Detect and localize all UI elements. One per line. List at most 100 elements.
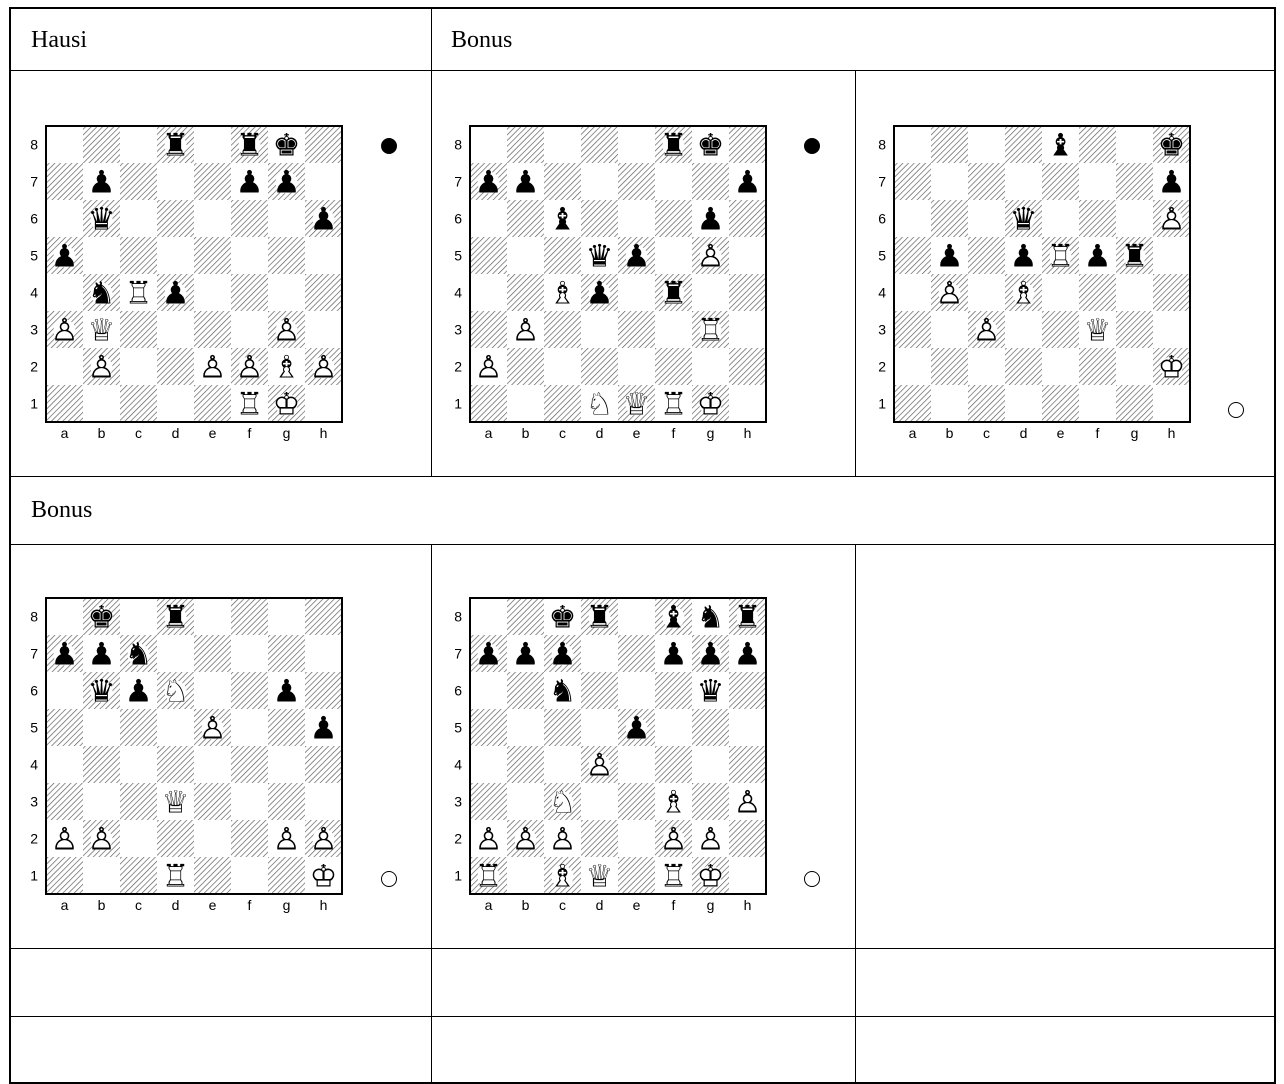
- table-border-right: [1274, 7, 1276, 1084]
- white-queen-icon: ♕: [623, 387, 651, 423]
- svg-text:♖: ♖: [660, 387, 688, 423]
- board-square-b5: [507, 709, 544, 746]
- board-square-g3: [692, 783, 729, 820]
- black-pawn-icon: ♟: [586, 276, 614, 312]
- white-pawn-icon: ♙: [199, 711, 227, 747]
- svg-text:♙: ♙: [475, 350, 503, 386]
- board-square-f3: [655, 311, 692, 348]
- rank-label: 1: [30, 868, 38, 884]
- black-king-icon: ♚: [273, 128, 301, 164]
- board-square-d7: [157, 635, 194, 672]
- board-square-e7: [618, 635, 655, 672]
- board-square-a3: [894, 311, 931, 348]
- file-label: f: [672, 897, 676, 913]
- board-square-b3: [507, 783, 544, 820]
- board-square-b6: [931, 200, 968, 237]
- rank-label: 6: [454, 683, 462, 699]
- file-label: b: [946, 425, 954, 441]
- board-square-d6: [581, 672, 618, 709]
- svg-text:♛: ♛: [697, 674, 725, 710]
- black-pawn-icon: ♟: [512, 165, 540, 201]
- board-square-a1: [470, 385, 507, 422]
- file-label: a: [485, 897, 493, 913]
- board-square-c7: [120, 163, 157, 200]
- board-square-a2: [894, 348, 931, 385]
- board-square-h5: [1153, 237, 1190, 274]
- file-label: h: [320, 897, 328, 913]
- rank-label: 3: [30, 794, 38, 810]
- board-square-f6: [231, 200, 268, 237]
- file-label: f: [248, 897, 252, 913]
- rank-label: 7: [454, 174, 462, 190]
- white-queen-icon: ♕: [586, 859, 614, 895]
- rank-label: 8: [30, 609, 38, 625]
- board-square-b5: [83, 709, 120, 746]
- black-knight-icon: ♞: [549, 674, 577, 710]
- white-bishop-icon: ♗: [549, 276, 577, 312]
- board-square-b2: [507, 348, 544, 385]
- rank-label: 8: [878, 137, 886, 153]
- board-square-c1: [120, 857, 157, 894]
- board-square-d3: [1005, 311, 1042, 348]
- svg-text:♟: ♟: [586, 276, 614, 312]
- board-square-h4: [305, 274, 342, 311]
- board-square-f4: [231, 746, 268, 783]
- svg-text:♙: ♙: [51, 313, 79, 349]
- board-square-f5: [231, 237, 268, 274]
- rank-label: 7: [878, 174, 886, 190]
- white-pawn-icon: ♙: [697, 239, 725, 275]
- board-square-f6: [655, 672, 692, 709]
- white-pawn-icon: ♙: [512, 822, 540, 858]
- board-square-a3: [470, 311, 507, 348]
- board-square-f3: [231, 311, 268, 348]
- chess-diagram-1: 87654321abcdefgh♜♜♚♟♟♟♛♟♟♞♖♟♙♕♙♙♙♙♗♙♖♔: [22, 122, 412, 460]
- board-square-f8: [1079, 126, 1116, 163]
- rank-label: 1: [878, 396, 886, 412]
- board-square-g3: [1116, 311, 1153, 348]
- board-square-a4: [894, 274, 931, 311]
- board-square-b4: [507, 274, 544, 311]
- white-rook-icon: ♖: [660, 387, 688, 423]
- board-square-f2: [231, 820, 268, 857]
- board-square-d4: [157, 746, 194, 783]
- black-queen-icon: ♛: [88, 674, 116, 710]
- white-rook-icon: ♖: [236, 387, 264, 423]
- board-square-h2: [729, 820, 766, 857]
- board-square-g7: [692, 163, 729, 200]
- board-square-a5: [46, 709, 83, 746]
- board-square-f8: [231, 598, 268, 635]
- board-square-e4: [618, 274, 655, 311]
- board-square-e7: [194, 163, 231, 200]
- svg-text:♜: ♜: [1121, 239, 1149, 275]
- board-square-g6: [1116, 200, 1153, 237]
- board-square-g8: [1116, 126, 1153, 163]
- file-label: h: [1168, 425, 1176, 441]
- white-rook-icon: ♖: [125, 276, 153, 312]
- board-square-h2: [729, 348, 766, 385]
- board-square-a3: [46, 783, 83, 820]
- white-pawn-icon: ♙: [88, 822, 116, 858]
- svg-text:♕: ♕: [88, 313, 116, 349]
- board-square-c5: [120, 237, 157, 274]
- board-square-d6: [157, 200, 194, 237]
- white-pawn-icon: ♙: [586, 748, 614, 784]
- board-square-h8: [305, 126, 342, 163]
- file-label: a: [61, 897, 69, 913]
- board-square-b5: [83, 237, 120, 274]
- rank-label: 4: [878, 285, 886, 301]
- board-square-a8: [470, 126, 507, 163]
- file-label: h: [320, 425, 328, 441]
- board-square-b8: [507, 598, 544, 635]
- rank-label: 3: [30, 322, 38, 338]
- file-label: c: [559, 425, 566, 441]
- board-square-c6: [120, 200, 157, 237]
- white-king-icon: ♔: [273, 387, 301, 423]
- board-square-c3: [544, 311, 581, 348]
- svg-text:♟: ♟: [162, 276, 190, 312]
- black-pawn-icon: ♟: [88, 637, 116, 673]
- board-square-e3: [618, 311, 655, 348]
- black-bishop-icon: ♝: [660, 600, 688, 636]
- board-square-a5: [470, 709, 507, 746]
- board-square-e2: [618, 820, 655, 857]
- board-square-e2: [1042, 348, 1079, 385]
